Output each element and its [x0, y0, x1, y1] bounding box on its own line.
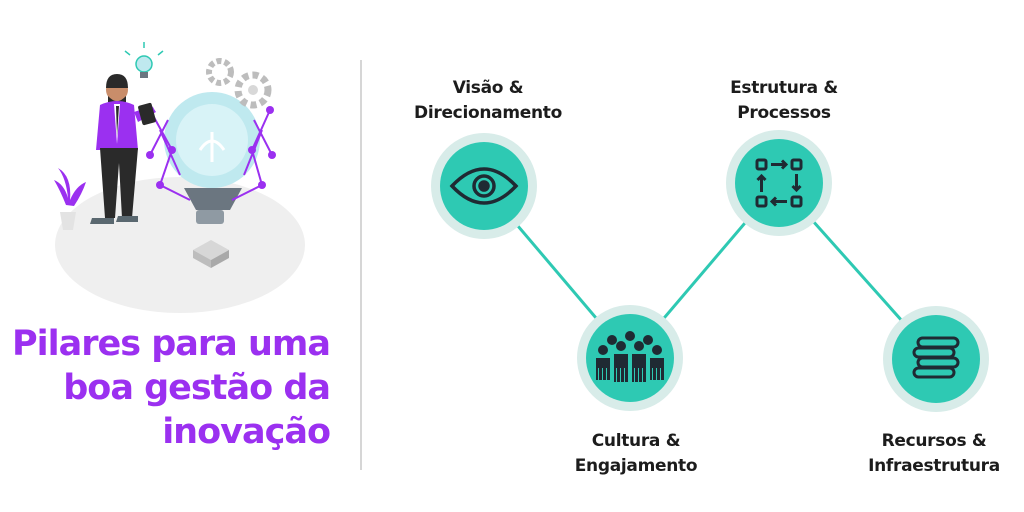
- pillar-label-line-2: Engajamento: [574, 456, 698, 476]
- title-line-1: Pilares para uma: [11, 324, 331, 364]
- pillar-label-line-2: Processos: [737, 103, 831, 123]
- people-group-icon: [596, 331, 664, 382]
- pillar-circle: [735, 139, 823, 227]
- pillar-label-visao: Visão & Direcionamento: [373, 76, 603, 126]
- pillar-connectors: [482, 182, 938, 360]
- title-line-3: inovação: [162, 412, 331, 452]
- pillar-label-recursos: Recursos & Infraestrutura: [819, 429, 1024, 479]
- pillar-label-estrutura: Estrutura & Processos: [669, 76, 899, 126]
- lightbulb-icon: [146, 92, 276, 224]
- pillar-label-line-1: Visão &: [452, 78, 524, 98]
- pillar-recursos: [883, 306, 989, 412]
- person-icon: [90, 74, 156, 224]
- pillar-label-cultura: Cultura & Engajamento: [521, 429, 751, 479]
- pedestal-icon: [193, 240, 229, 268]
- gears-icon: [206, 58, 272, 109]
- innovation-lightbulb-illustration: [54, 42, 305, 313]
- process-flow-icon: [755, 158, 803, 208]
- pillar-label-line-1: Recursos &: [881, 431, 987, 451]
- pillar-label-line-1: Cultura &: [591, 431, 681, 451]
- pillar-estrutura: [726, 130, 832, 236]
- pillar-label-line-2: Direcionamento: [414, 103, 562, 123]
- idea-bulb-icon: [124, 42, 164, 78]
- title-line-2: boa gestão da: [63, 368, 331, 408]
- page-title: Pilares para uma boa gestão da inovação: [11, 322, 331, 454]
- pillar-visao: [431, 133, 537, 239]
- pillar-cultura: [577, 305, 683, 411]
- pillar-label-line-1: Estrutura &: [730, 78, 838, 98]
- plant-icon: [54, 168, 86, 230]
- coins-stack-icon: [912, 336, 960, 379]
- pillar-label-line-2: Infraestrutura: [868, 456, 1000, 476]
- eye-icon: [449, 167, 519, 205]
